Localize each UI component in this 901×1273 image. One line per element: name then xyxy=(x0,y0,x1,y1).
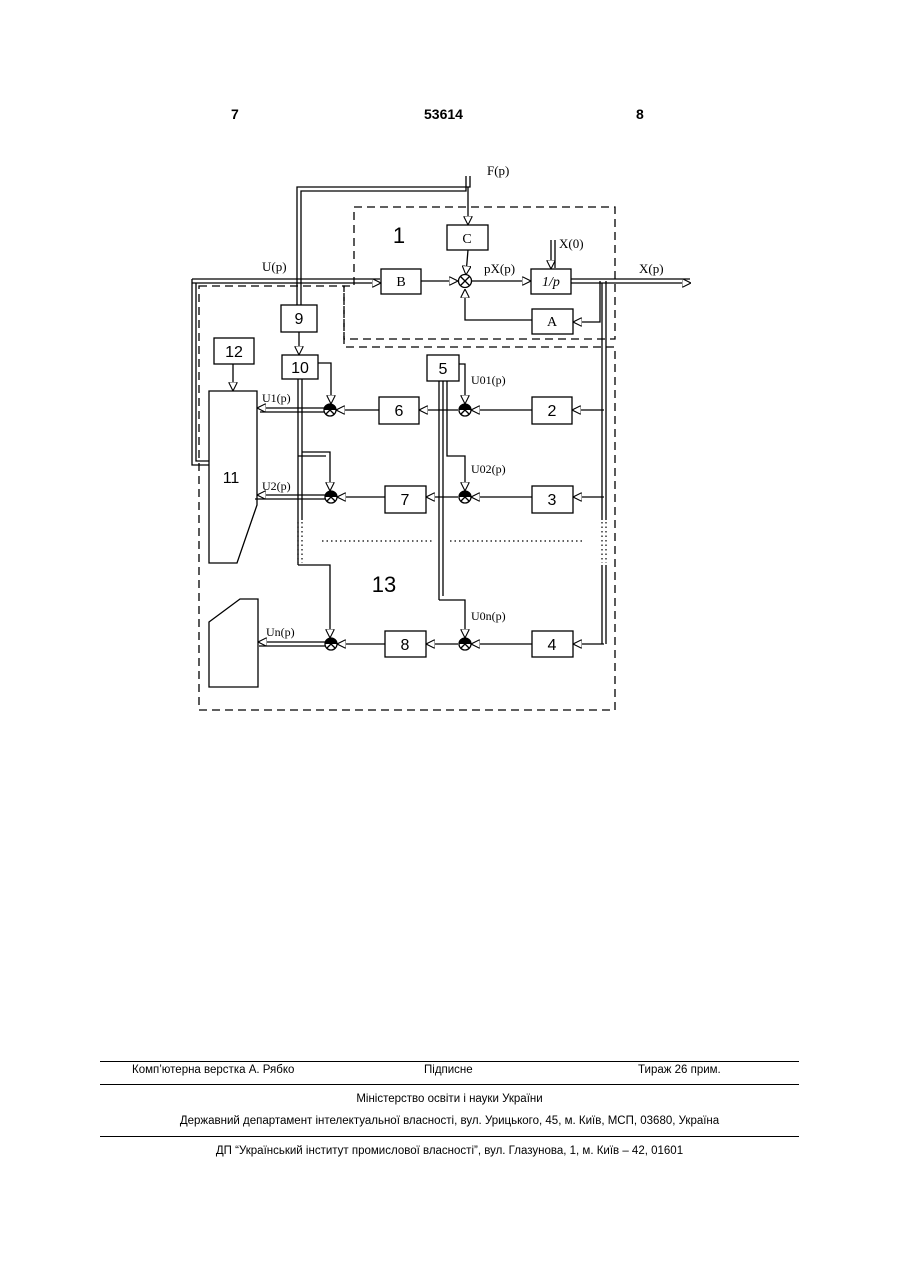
ministry-line: Міністерство освіти і науки України xyxy=(100,1093,799,1105)
block-11-bottom xyxy=(209,599,258,687)
block-7-label: 7 xyxy=(401,492,410,509)
footer-rule-bottom xyxy=(100,1136,799,1137)
signal-u02-label: U02(p) xyxy=(471,462,506,476)
institute-line: ДП “Український інститут промислової вла… xyxy=(100,1145,799,1157)
block-2-label: 2 xyxy=(548,403,557,420)
block-3-label: 3 xyxy=(548,492,557,509)
signal-u1-label: U1(p) xyxy=(262,391,291,405)
block-12-label: 12 xyxy=(225,344,243,361)
signal-x-label: X(p) xyxy=(639,261,664,276)
footer-rule-middle xyxy=(100,1084,799,1085)
block-6-label: 6 xyxy=(395,403,404,420)
signal-un-label: Un(p) xyxy=(266,625,295,639)
footer-rule-top xyxy=(100,1061,799,1062)
block-8-label: 8 xyxy=(401,637,410,654)
signal-u0n-label: U0n(p) xyxy=(471,609,506,623)
block-a-label: A xyxy=(547,315,558,330)
region-1-label: 1 xyxy=(393,223,405,248)
signal-f-label: F(p) xyxy=(487,163,509,178)
block-11-label: 11 xyxy=(223,470,240,487)
signal-u01-label: U01(p) xyxy=(471,373,506,387)
block-c-label: C xyxy=(462,232,471,247)
signal-px-label: pX(p) xyxy=(484,261,515,276)
layout-credit: Комп’ютерна верстка А. Рябко xyxy=(132,1064,294,1076)
signal-u2-label: U2(p) xyxy=(262,479,291,493)
department-line: Державний департамент інтелектуальної вл… xyxy=(100,1115,799,1127)
signal-u-label: U(p) xyxy=(262,259,287,274)
block-5-label: 5 xyxy=(439,361,448,378)
block-b-label: B xyxy=(396,275,405,290)
circulation-label: Тираж 26 прим. xyxy=(638,1064,721,1076)
block-10-label: 10 xyxy=(291,360,309,377)
block-9-label: 9 xyxy=(295,311,304,328)
signal-x0-label: X(0) xyxy=(559,236,584,251)
block-integrator-label: 1/p xyxy=(542,275,560,290)
region-13-label: 13 xyxy=(372,572,396,597)
block-4-label: 4 xyxy=(548,637,557,654)
signed-label: Підписне xyxy=(424,1064,473,1076)
